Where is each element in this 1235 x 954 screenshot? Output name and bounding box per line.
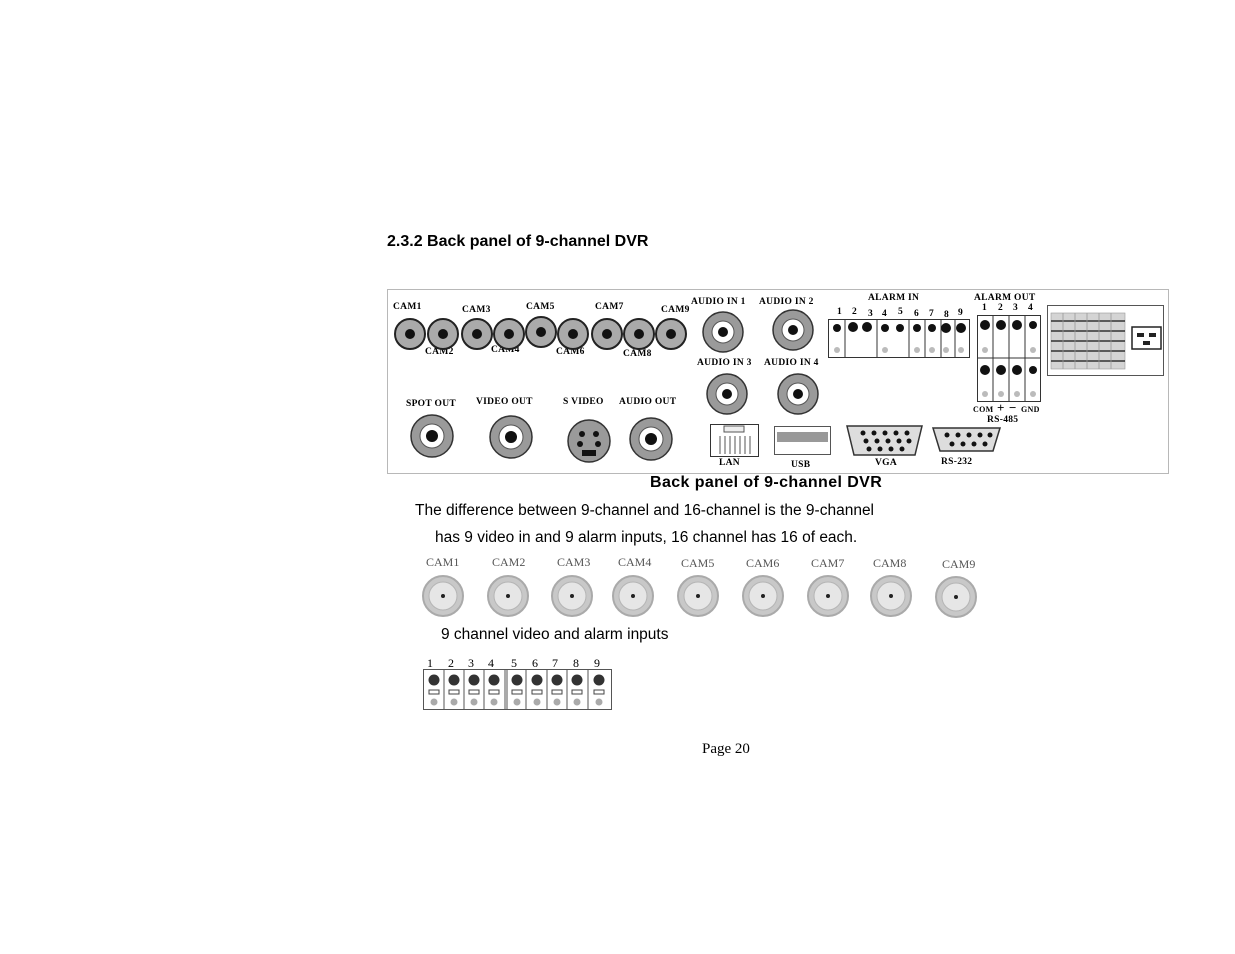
alarm-in-number: 1	[837, 307, 843, 317]
alarm-in-number: 8	[944, 310, 950, 320]
cam-label: CAM4	[618, 555, 652, 569]
minus-label: −	[1009, 400, 1017, 415]
paragraph-line-1: The difference between 9-channel and 16-…	[415, 502, 875, 519]
rs485-label: RS-485	[987, 415, 1019, 425]
panel-cam-label: CAM2	[425, 347, 454, 357]
alarm-out-number: 2	[998, 303, 1004, 313]
alarm-number: 2	[448, 656, 454, 670]
cam-label: CAM8	[873, 556, 907, 570]
alarm-in-number: 5	[898, 307, 904, 317]
alarm-out-number: 3	[1013, 303, 1019, 313]
plus-label: +	[997, 400, 1005, 415]
panel-cam-label: CAM6	[556, 347, 585, 357]
alarm-in-label: ALARM IN	[868, 293, 920, 303]
alarm-in-number: 4	[882, 309, 888, 319]
lan-port	[710, 424, 759, 457]
power-supply-fan-grille	[1047, 305, 1164, 376]
alarm-number: 8	[573, 656, 579, 670]
vga-port	[846, 425, 923, 456]
alarm-number: 4	[488, 656, 494, 670]
cam-label: CAM5	[681, 556, 715, 570]
section-heading: 2.3.2 Back panel of 9-channel DVR	[387, 233, 649, 250]
alarm-out-label: ALARM OUT	[974, 293, 1036, 303]
page-number: Page 20	[702, 741, 750, 757]
panel-cam-label: CAM1	[393, 302, 422, 312]
inputs-caption: 9 channel video and alarm inputs	[441, 626, 669, 643]
paragraph-line-2: has 9 video in and 9 alarm inputs, 16 ch…	[435, 529, 858, 546]
panel-cam-label: CAM9	[661, 305, 690, 315]
audio-in-connectors	[702, 309, 819, 415]
alarm-input-terminal-block	[423, 669, 612, 710]
spot-out-label: SPOT OUT	[406, 399, 457, 409]
video-input-connectors	[422, 575, 977, 618]
alarm-number: 3	[468, 656, 474, 670]
alarm-out-rs485-terminal-block	[977, 315, 1041, 402]
alarm-out-number: 1	[982, 303, 988, 313]
cam-label: CAM1	[426, 555, 460, 569]
alarm-number: 1	[427, 656, 433, 670]
cam-label: CAM2	[492, 555, 526, 569]
usb-label: USB	[791, 460, 811, 470]
panel-cam-label: CAM7	[595, 302, 624, 312]
alarm-number: 9	[594, 656, 600, 670]
vga-label: VGA	[875, 458, 898, 468]
alarm-in-number: 9	[958, 308, 964, 318]
alarm-number: 6	[532, 656, 538, 670]
panel-cam-label: CAM5	[526, 302, 555, 312]
alarm-out-number: 4	[1028, 303, 1034, 313]
alarm-in-number: 3	[868, 309, 874, 319]
output-connectors	[410, 414, 673, 463]
s-video-label: S VIDEO	[563, 397, 604, 407]
gnd-label: GND	[1021, 405, 1040, 414]
figure-caption: Back panel of 9-channel DVR	[650, 474, 883, 491]
video-out-label: VIDEO OUT	[476, 397, 533, 407]
audio-in-3-label: AUDIO IN 3	[697, 358, 752, 368]
alarm-in-number: 2	[852, 307, 858, 317]
back-panel-diagram: CAM1 CAM3 CAM5 CAM7 CAM9 CAM2 CAM4 CAM6 …	[387, 289, 1169, 474]
com-label: COM	[973, 405, 994, 414]
cam-label: CAM7	[811, 556, 845, 570]
usb-port	[774, 426, 831, 455]
audio-in-1-label: AUDIO IN 1	[691, 297, 746, 307]
alarm-in-number: 6	[914, 309, 920, 319]
cam-label: CAM6	[746, 556, 780, 570]
lan-label: LAN	[719, 458, 740, 468]
camera-bnc-connectors	[394, 316, 687, 350]
rs232-label: RS-232	[941, 457, 973, 467]
alarm-number: 7	[552, 656, 558, 670]
alarm-in-number: 7	[929, 309, 935, 319]
panel-cam-label: CAM8	[623, 349, 652, 359]
panel-cam-label: CAM4	[491, 345, 520, 355]
audio-in-2-label: AUDIO IN 2	[759, 297, 814, 307]
cam-label: CAM3	[557, 555, 591, 569]
alarm-in-terminal-block	[828, 319, 970, 358]
cam-label: CAM9	[942, 557, 976, 571]
panel-cam-label: CAM3	[462, 305, 491, 315]
alarm-number: 5	[511, 656, 517, 670]
rs232-port	[931, 427, 1002, 452]
audio-in-4-label: AUDIO IN 4	[764, 358, 819, 368]
audio-out-label: AUDIO OUT	[619, 397, 677, 407]
